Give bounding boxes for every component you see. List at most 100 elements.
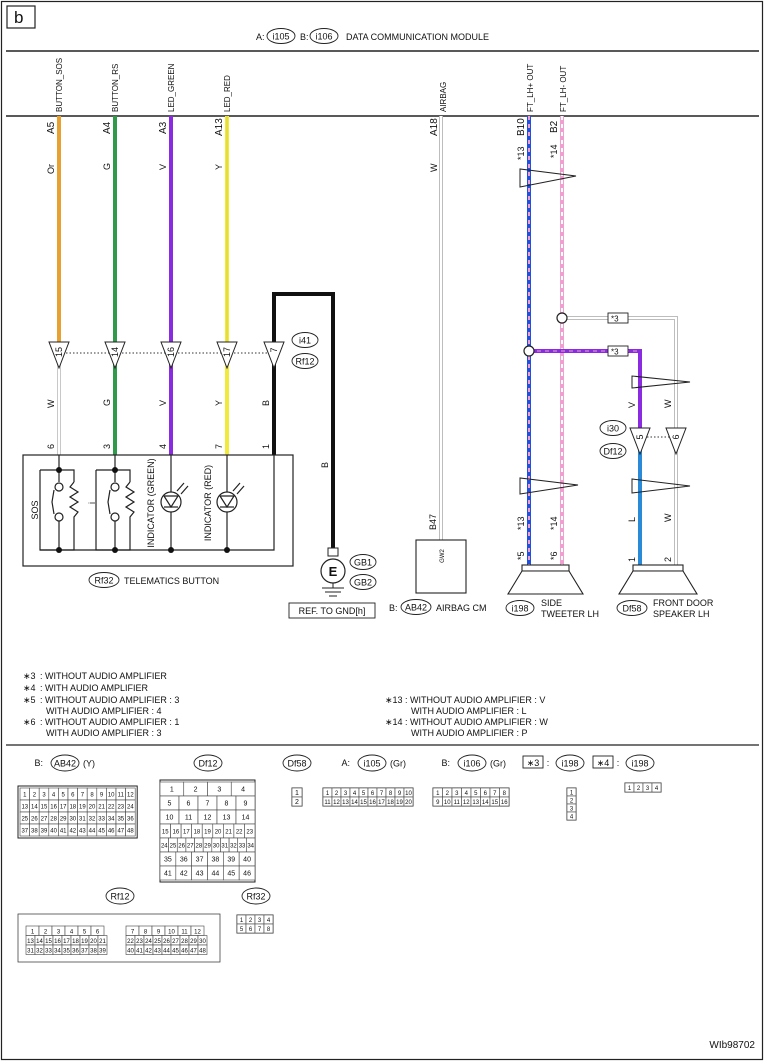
pin-number: 10 [444, 800, 451, 806]
pin-number: 14 [242, 815, 250, 822]
pin-number: 16 [50, 805, 57, 811]
pin-number: 31 [79, 817, 86, 823]
pin-number: 33 [45, 948, 52, 954]
module-pin: A13 [214, 118, 225, 136]
speaker-wire-w: W [663, 399, 673, 408]
pin-number: 5 [83, 929, 87, 935]
wire-color: *14 [549, 144, 559, 158]
pin-number: 8 [267, 927, 271, 933]
tweeter-name-2: TWEETER LH [541, 609, 599, 619]
wire-star-14: *14 [549, 516, 559, 530]
pin-number: 7 [380, 791, 384, 797]
connector-view-oval [555, 754, 585, 772]
telematics-button: SOS i INDICATOR (GREEN) INDICATOR (RED) … [22, 454, 294, 588]
pin-number: 30 [199, 939, 206, 945]
pin-number: 12 [194, 929, 201, 935]
pin-number: 17 [378, 800, 385, 806]
wire-color: Y [214, 164, 224, 170]
pin-number: 3 [57, 929, 61, 935]
pin-number: 16 [172, 830, 179, 836]
wire-color: Y [214, 400, 224, 406]
pin-number: 1 [628, 786, 632, 792]
signal-label: BUTTON_SOS [55, 58, 64, 112]
note-star: ∗13 [385, 695, 403, 705]
note-star: ∗14 [385, 717, 403, 727]
pin-number: 32 [89, 817, 96, 823]
pin-number: 24 [145, 939, 152, 945]
pin-number: 4 [267, 918, 271, 924]
pin-cell [499, 796, 510, 807]
airbag-name: AIRBAG CM [436, 603, 487, 613]
connector-view-oval [282, 754, 312, 772]
note-text: WITH AUDIO AMPLIFIER : 4 [46, 706, 162, 716]
pin-number: 11 [185, 815, 192, 822]
wire-color: *13 [516, 146, 526, 160]
connector-view-prefix: ∗4 [597, 758, 610, 768]
pin-number: 47 [117, 829, 124, 835]
indicator-red-label: INDICATOR (RED) [203, 465, 213, 541]
pin-number: 29 [60, 817, 67, 823]
module-pin: B2 [549, 120, 560, 133]
ground-e: E [329, 564, 338, 579]
pin-number: 46 [181, 948, 188, 954]
pin-number: 37 [196, 857, 204, 864]
pin-number: 1 [31, 929, 35, 935]
pin-number: 6 [249, 927, 253, 933]
pin-number: 12 [127, 793, 134, 799]
connector-view-code: Df12 [198, 759, 217, 769]
pin-number: 3 [258, 918, 262, 924]
pin-number: 2 [249, 918, 253, 924]
note-star: ∗5 [23, 695, 36, 705]
pin-number: 25 [154, 939, 161, 945]
pin-number: 40 [127, 948, 134, 954]
wire-star-13: *13 [516, 516, 526, 530]
wire-color: W [429, 163, 439, 172]
twist-marks [519, 168, 691, 495]
airbag-code: AB42 [405, 603, 427, 613]
pin-number: 21 [99, 939, 106, 945]
tweeter-name-1: SIDE [541, 598, 562, 608]
pin-cell [263, 923, 274, 934]
pin-number: 11 [181, 929, 188, 935]
wire-black-ground [272, 292, 335, 548]
airbag-prefix: B: [389, 603, 398, 613]
pin-number: 42 [145, 948, 152, 954]
pin-number: 30 [213, 844, 220, 850]
button-pin: 4 [158, 444, 168, 449]
connector-pin-shape [48, 341, 70, 370]
i41-pin: 17 [222, 347, 232, 357]
pin-cell [566, 811, 577, 821]
pin-number: 45 [172, 948, 179, 954]
pin-number: 29 [204, 844, 211, 850]
speaker-wire-v: V [627, 402, 637, 408]
header-prefix-b: B: [300, 32, 309, 42]
pin-number: 36 [127, 817, 134, 823]
connector-view-prefix: ∗3 [527, 758, 540, 768]
telematics-name: TELEMATICS BUTTON [124, 576, 219, 586]
ground-ref: REF. TO GND[h] [299, 606, 366, 616]
pin-number: 14 [31, 805, 38, 811]
pin-number: 35 [63, 948, 70, 954]
pin-number: 24 [161, 844, 168, 850]
connector-pin-shape [263, 341, 285, 370]
connector-view-oval [457, 754, 487, 772]
connector-pin-shape [104, 341, 126, 370]
pin-number: 17 [60, 805, 67, 811]
i41-pin: 7 [269, 347, 279, 352]
pin-number: 35 [117, 817, 124, 823]
connector-code-i30: i30 [607, 424, 619, 434]
note-text: : WITHOUT AUDIO AMPLIFIER : V [405, 695, 545, 705]
pin-number: 25 [170, 844, 177, 850]
pin-number: 20 [90, 939, 97, 945]
panel-letter-box [6, 5, 36, 29]
pin-number: 2 [33, 793, 37, 799]
pin-number: 39 [41, 829, 48, 835]
pin-number: 7 [81, 793, 85, 799]
pin-number: 7 [258, 927, 262, 933]
pin-number: 5 [362, 791, 366, 797]
header-prefix-a: A: [256, 32, 265, 42]
